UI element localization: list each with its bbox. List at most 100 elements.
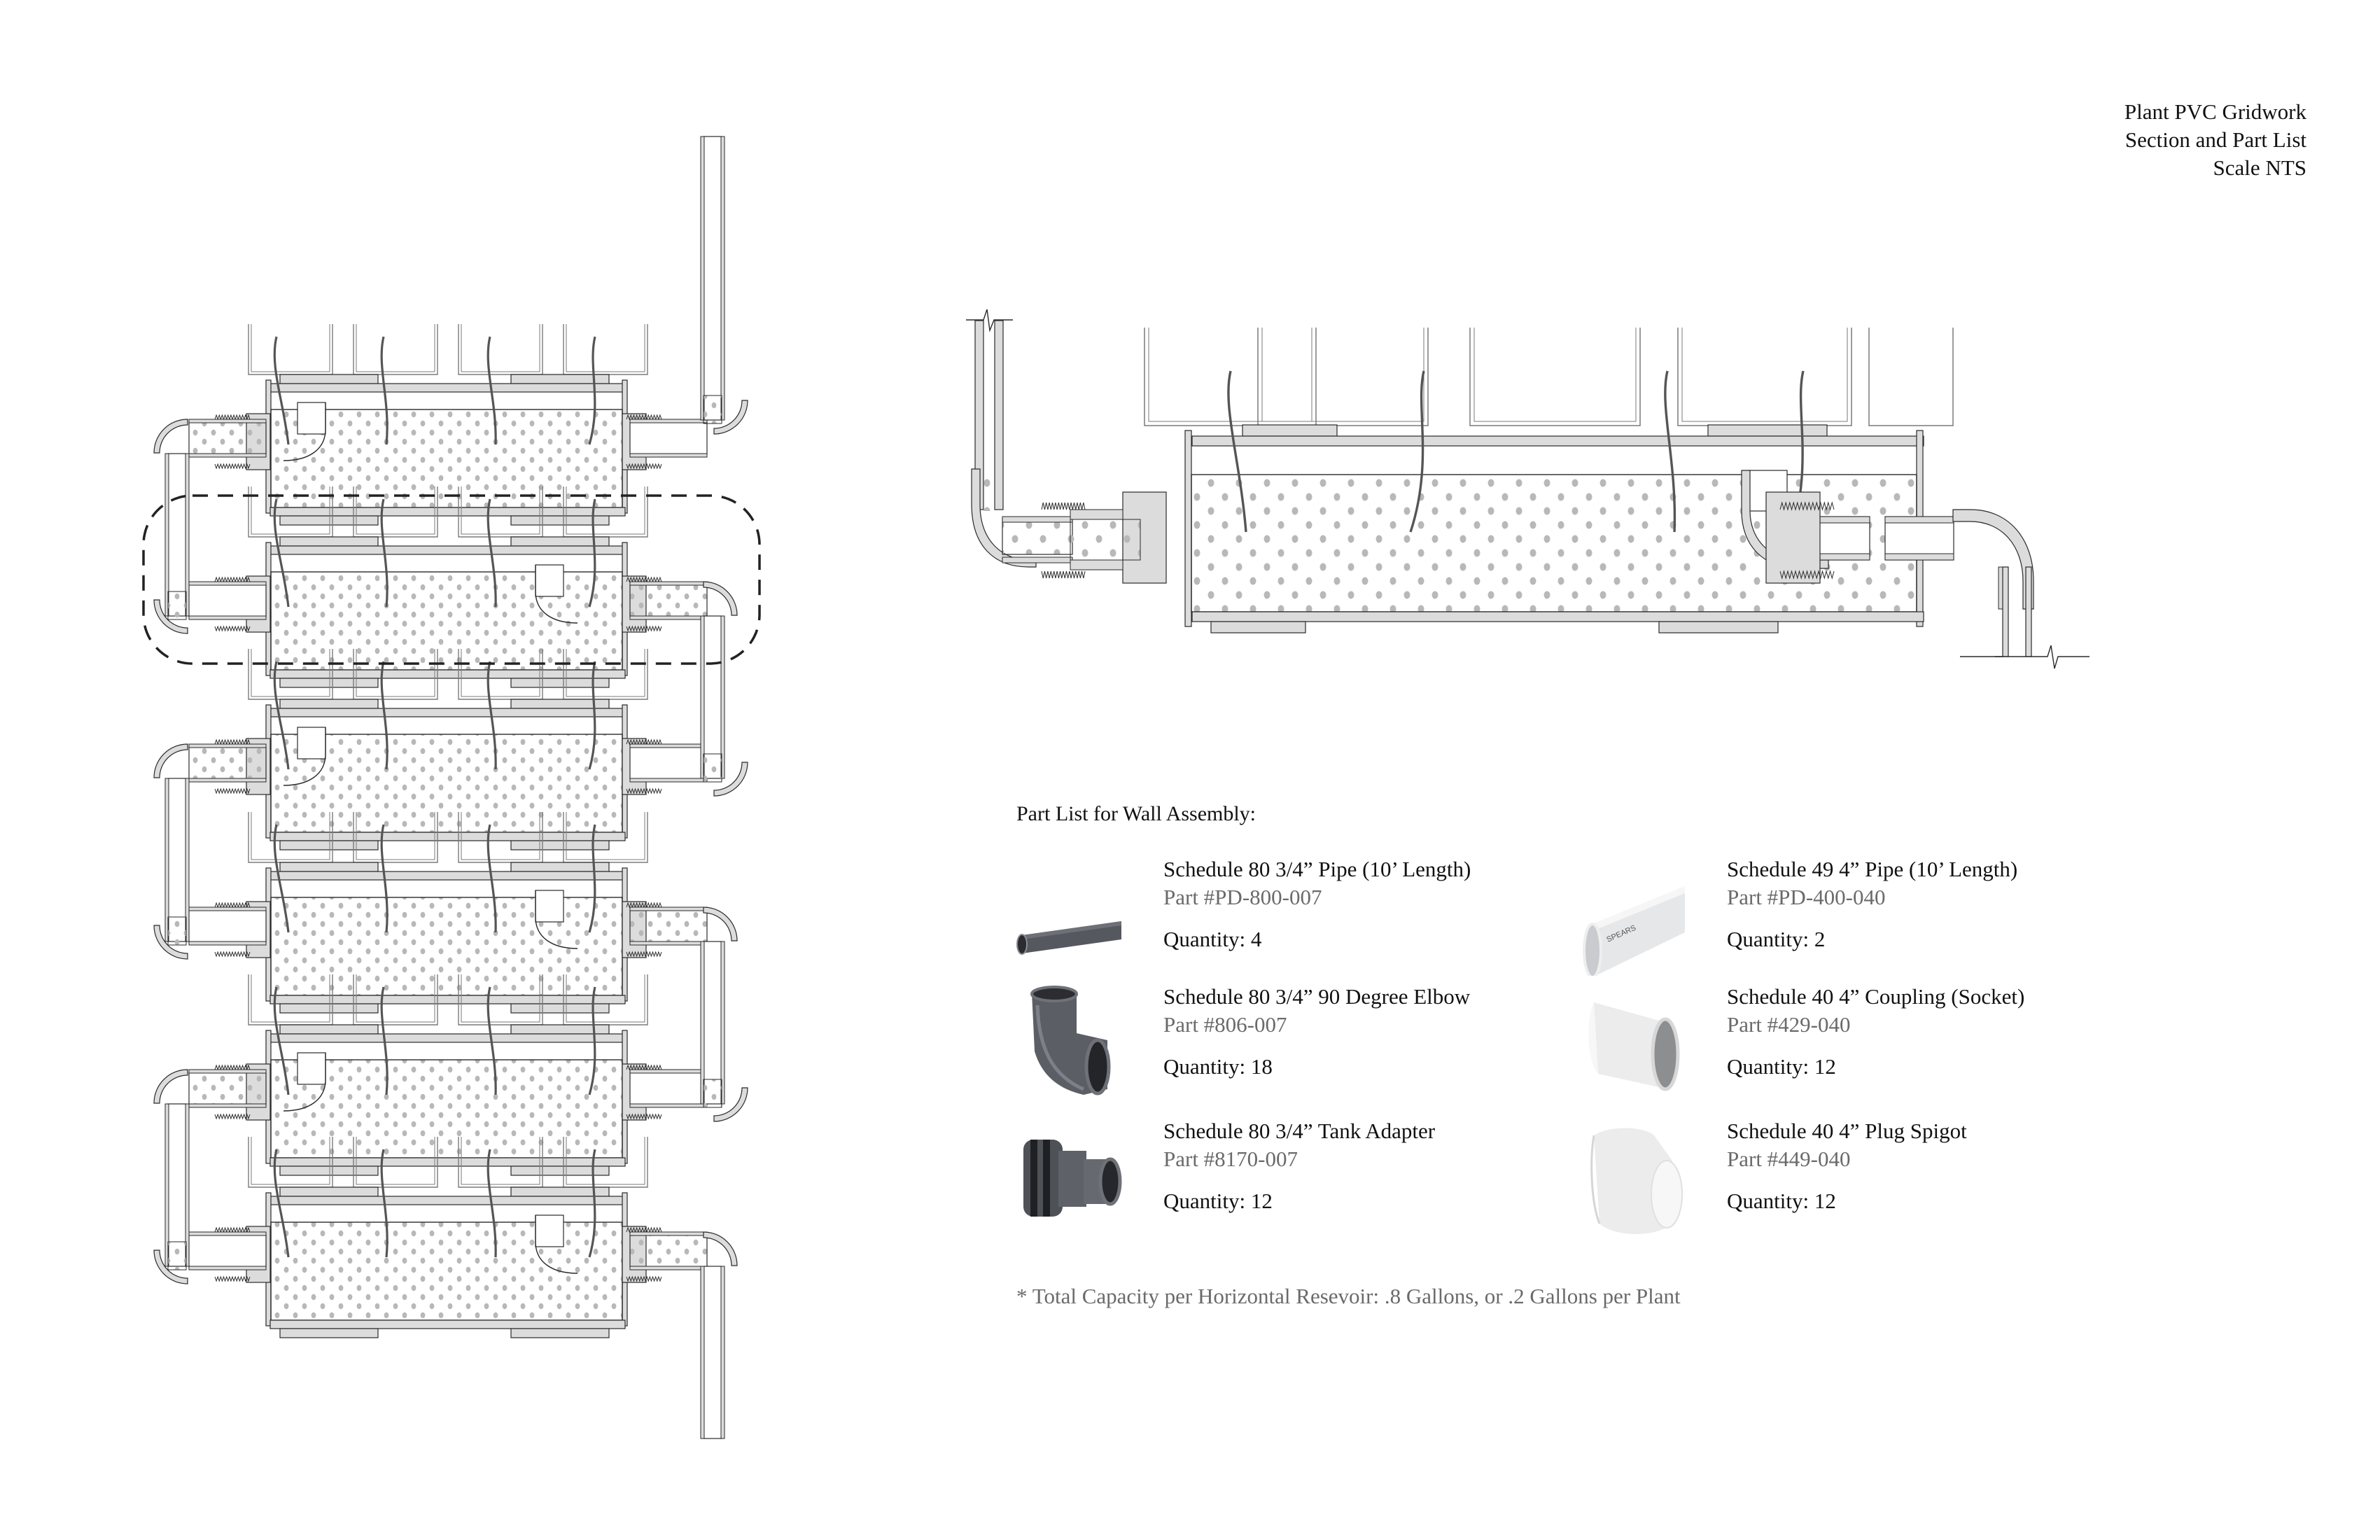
planter-tray (1257, 328, 1429, 426)
connector-pipe-wall (1002, 556, 1073, 564)
base-clamp (510, 515, 610, 526)
planter-tray-inner (251, 649, 330, 697)
part-number: Part #806-007 (1163, 1012, 1287, 1037)
plant-root (486, 661, 497, 770)
planter-tray (458, 1137, 543, 1188)
internal-elbow (283, 1053, 326, 1112)
part-number: Part #PD-400-040 (1727, 885, 1886, 909)
drawing-subtitle: Section and Part List (2124, 127, 2306, 152)
adapter-thread (1779, 501, 1835, 511)
plant-root (588, 661, 596, 770)
pvc-elbow (713, 1087, 748, 1122)
adapter-thread (626, 951, 662, 958)
pipe-wall (994, 320, 1004, 510)
drawing-scale: Scale NTS (2213, 155, 2306, 180)
plant-root (380, 824, 388, 933)
standpipe-top (535, 1214, 564, 1247)
plant-root (588, 986, 596, 1096)
drawing-title: Plant PVC Gridwork (2124, 99, 2306, 124)
plant-root (273, 661, 290, 770)
planter-tray (458, 324, 543, 375)
plant-root (1664, 370, 1676, 533)
plant-root (273, 824, 290, 933)
plant-root (588, 824, 596, 933)
planter-tray-inner (566, 1137, 645, 1185)
pipe-wall (720, 136, 725, 421)
pipe-wall (2025, 566, 2032, 657)
planter-tray-inner (461, 1137, 540, 1185)
adapter-thread (626, 788, 662, 794)
external-piping (153, 136, 748, 1439)
part-item: Schedule 40 4” Plug Spigot Part #449-040… (1580, 1119, 2140, 1238)
parts-list-heading: Part List for Wall Assembly: (1016, 802, 1256, 825)
pipe-wall (164, 778, 169, 942)
plant-root (486, 824, 497, 933)
internal-elbow (535, 890, 578, 949)
plant-root (380, 498, 388, 608)
riser-water (703, 1079, 722, 1108)
pvc-elbow (971, 468, 1037, 568)
connector-pipe (629, 1234, 708, 1268)
break-line (1995, 645, 2090, 669)
planter-tray-inner (461, 812, 540, 860)
connector-pipe (188, 421, 267, 455)
pvc-elbow (153, 1069, 188, 1104)
connector-pipe-wall (188, 941, 267, 946)
planter-tray-inner (566, 649, 645, 697)
reservoir-unit (188, 1137, 708, 1338)
part-number: Part #8170-007 (1163, 1147, 1298, 1171)
planter-tray (1868, 328, 1954, 426)
part-name: Schedule 40 4” Coupling (Socket) (1727, 984, 2025, 1009)
gray-pipe-icon (1016, 921, 1121, 955)
pvc-elbow (703, 1231, 738, 1266)
planter-tray-inner (356, 974, 435, 1023)
planter-tray (353, 1137, 438, 1188)
pvc-elbow (713, 762, 748, 797)
planter-tray (458, 649, 543, 700)
plant-root (588, 336, 596, 445)
adapter-thread (626, 1113, 662, 1120)
tank-adapter-nut (1765, 491, 1821, 584)
connector-pipe-wall (1002, 516, 1073, 523)
planter-tray-inner (356, 324, 435, 372)
connector-pipe-wall (188, 1069, 267, 1074)
planter-tray-inner (356, 486, 435, 535)
internal-elbow (535, 1215, 578, 1274)
connector-pipe-wall (1884, 553, 1954, 561)
planter-tray-inner (1681, 328, 1848, 422)
internal-elbow (283, 727, 326, 786)
pipe-wall (720, 1266, 725, 1439)
planter-tray-inner (251, 1137, 330, 1185)
part-quantity: Quantity: 12 (1163, 1189, 1273, 1213)
title-block: Plant PVC Gridwork Section and Part List… (2124, 98, 2306, 182)
connector-pipe (629, 421, 708, 455)
pipe-wall (164, 453, 169, 617)
connector-pipe (188, 1234, 267, 1268)
part-item: Schedule 80 3/4” 90 Degree Elbow Part #8… (1016, 984, 1576, 1103)
adapter-thread (1779, 570, 1835, 580)
internal-elbow (1741, 470, 1829, 569)
planter-tray-inner (1474, 328, 1637, 422)
reservoir-left-endcap (1184, 430, 1192, 627)
outlet-pipe (703, 1266, 722, 1439)
planter-tray-inner (251, 486, 330, 535)
pvc-elbow (153, 1250, 188, 1284)
riser-water (703, 753, 722, 783)
reservoir-bottom-wall (270, 669, 626, 679)
part-item: Schedule 80 3/4” Pipe (10’ Length) Part … (1016, 857, 1576, 976)
pipe-wall (185, 778, 190, 942)
pvc-elbow (153, 925, 188, 960)
planter-tray-inner (566, 486, 645, 535)
adapter-thread (626, 1275, 662, 1282)
standpipe-top (535, 564, 564, 597)
part-item: Schedule 40 4” Coupling (Socket) Part #4… (1580, 984, 2140, 1103)
adapter-thread (214, 1113, 251, 1120)
standpipe-top (297, 1052, 326, 1085)
reservoir-bottom-wall (270, 1320, 626, 1329)
break-line (966, 309, 1013, 332)
planter-tray (1469, 328, 1641, 426)
parts-list: Part List for Wall Assembly: Schedule 80… (1016, 802, 2136, 1234)
planter-tray-inner (251, 324, 330, 372)
adapter-thread (214, 951, 251, 958)
